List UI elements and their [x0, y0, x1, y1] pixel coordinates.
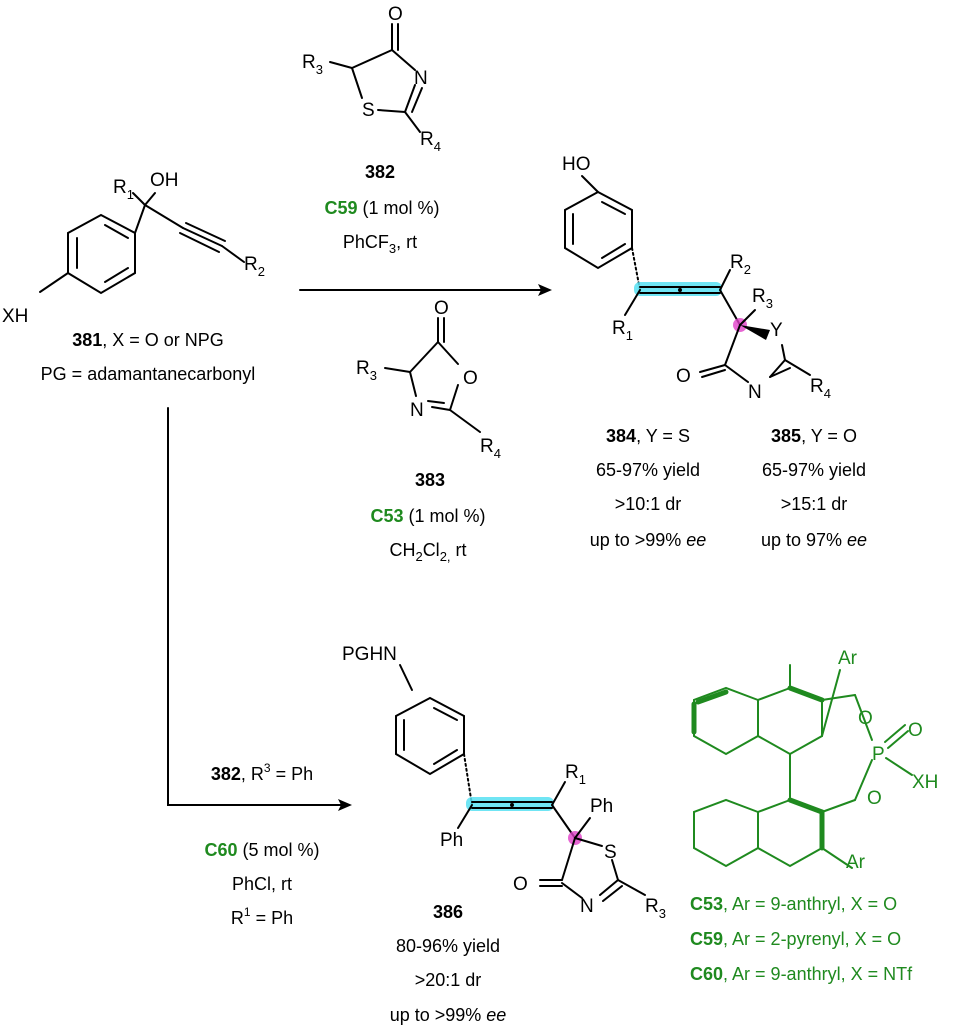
386-ph-top: Ph — [590, 796, 613, 817]
386-ph-left: Ph — [440, 830, 463, 851]
reaction-arrow-main-head — [538, 284, 552, 296]
384-y: Y — [770, 320, 783, 341]
381-pg-note: PG = adamantanecarbonyl — [41, 364, 256, 384]
384-yield: 65-97% yield — [596, 460, 700, 480]
route3-catalyst: C60 (5 mol %) — [204, 840, 319, 860]
384-r1: R1 — [612, 318, 633, 343]
catalyst-ar-top: Ar — [838, 648, 858, 669]
product-386-structure — [395, 664, 646, 902]
386-s: S — [604, 842, 617, 863]
386-number: 386 — [433, 902, 463, 922]
386-n: N — [580, 896, 594, 917]
386-yield: 80-96% yield — [396, 936, 500, 956]
383-ring-o: O — [463, 368, 478, 389]
reaction-arrow-lower — [167, 407, 346, 806]
382-number: 382 — [365, 162, 395, 182]
route3-solvent: PhCl, rt — [232, 874, 292, 894]
381-benzene-ring — [67, 213, 136, 295]
catalyst-o-lower: O — [867, 788, 882, 809]
compound-383-structure — [384, 317, 481, 433]
catalyst-legend: C53, Ar = 9-anthryl, X = O C59, Ar = 2-p… — [690, 894, 913, 984]
384-ho: HO — [562, 154, 591, 175]
382-r3: R3 — [302, 52, 323, 77]
383-catalyst-line: C53 (1 mol %) — [370, 506, 485, 526]
381-oh-label: OH — [150, 170, 179, 191]
385-ee: up to 97% ee — [761, 530, 867, 550]
386-o: O — [513, 874, 528, 895]
384-o: O — [676, 366, 691, 387]
381-xh-label: XH — [2, 306, 28, 327]
386-pghn: PGHN — [342, 644, 397, 665]
catalyst-legend-c59: C59, Ar = 2-pyrenyl, X = O — [690, 929, 901, 949]
384-caption: 384, Y = S — [606, 426, 690, 446]
reaction-arrow-lower-head — [338, 799, 352, 811]
catalyst-o-upper: O — [858, 708, 873, 729]
catalyst-lower-ring-left — [693, 798, 759, 868]
383-r4: R4 — [480, 436, 501, 461]
381-r2-label: R2 — [244, 254, 265, 279]
catalyst-ar-bottom: Ar — [846, 852, 866, 873]
382-catalyst-line: C59 (1 mol %) — [324, 198, 439, 218]
catalyst-o-double: O — [908, 720, 923, 741]
catalyst-structure — [691, 664, 913, 869]
382-carbonyl-o: O — [388, 4, 403, 25]
384-r3: R3 — [752, 286, 773, 311]
382-r4: R4 — [420, 129, 441, 154]
386-r1: R1 — [565, 762, 586, 787]
385-dr: >15:1 dr — [781, 494, 848, 514]
386-benzene-ring — [395, 696, 465, 776]
385-yield: 65-97% yield — [762, 460, 866, 480]
compound-382-structure — [329, 23, 423, 133]
catalyst-legend-c53: C53, Ar = 9-anthryl, X = O — [690, 894, 897, 914]
384-dr: >10:1 dr — [615, 494, 682, 514]
route3-r1: R1 = Ph — [231, 905, 293, 928]
381-r1-label: R1 — [113, 177, 134, 202]
catalyst-xh: XH — [912, 772, 938, 793]
386-dr: >20:1 dr — [415, 970, 482, 990]
catalyst-legend-c60: C60, Ar = 9-anthryl, X = NTf — [690, 964, 913, 984]
383-number: 383 — [415, 470, 445, 490]
route3-reagent: 382, R3 = Ph — [211, 761, 313, 784]
385-caption: 385, Y = O — [771, 426, 857, 446]
product-384-structure — [564, 175, 811, 383]
384-n: N — [748, 382, 762, 403]
383-carbonyl-o: O — [434, 298, 449, 319]
383-n: N — [410, 400, 424, 421]
compound-381-structure — [39, 192, 245, 295]
383-r3: R3 — [356, 358, 377, 383]
384-r2: R2 — [730, 252, 751, 277]
384-r4: R4 — [810, 376, 831, 401]
384-benzene-ring — [564, 190, 633, 270]
384-ee: up to >99% ee — [590, 530, 707, 550]
381-caption: 381, X = O or NPG — [72, 330, 224, 350]
386-r3: R3 — [645, 896, 666, 921]
382-solvent-line: PhCF3, rt — [343, 232, 417, 256]
382-n: N — [414, 68, 428, 89]
386-ee: up to >99% ee — [390, 1005, 507, 1025]
catalyst-p: P — [872, 744, 885, 765]
382-s: S — [362, 100, 375, 121]
383-solvent-line: CH2Cl2, rt — [389, 540, 466, 564]
catalyst-upper-ring-left — [693, 686, 759, 756]
